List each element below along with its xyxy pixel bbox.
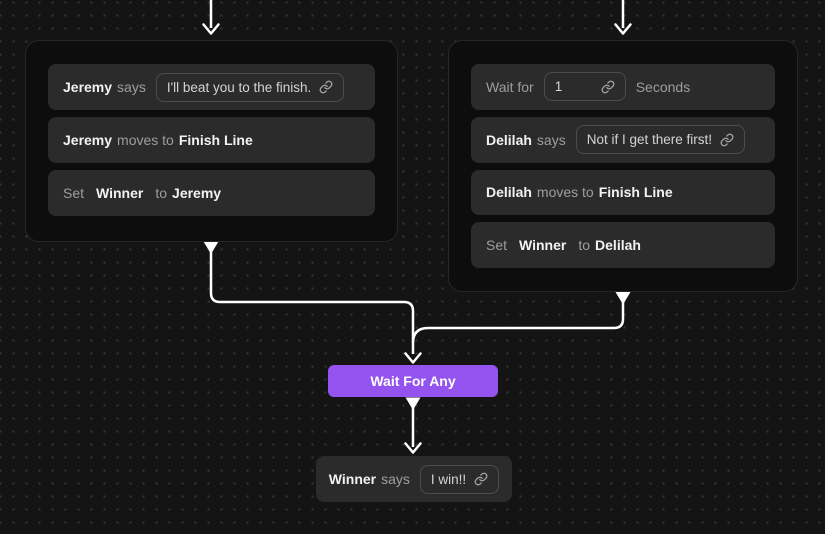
action-row-jeremy-moves[interactable]: Jeremy moves to Finish Line [48, 117, 375, 163]
say-message-value: Not if I get there first! [586, 132, 712, 148]
wait-for-any-block[interactable]: Wait For Any [328, 365, 498, 397]
verb-label: moves to [536, 184, 594, 201]
set-value: Delilah [595, 237, 641, 254]
action-row-delilah-moves[interactable]: Delilah moves to Finish Line [471, 169, 775, 216]
wait-for-any-label: Wait For Any [370, 373, 456, 389]
verb-label: says [536, 131, 566, 148]
actor-name: Jeremy [63, 132, 113, 148]
verb-label: says [381, 471, 410, 487]
set-value: Jeremy [172, 185, 222, 201]
wait-duration-value: 1 [554, 79, 563, 95]
actor-name: Winner [328, 471, 377, 487]
wait-suffix-label: Seconds [635, 78, 691, 95]
say-message-value: I'll beat you to the finish. [166, 79, 312, 95]
link-icon[interactable] [601, 80, 615, 94]
variable-name: Winner [519, 237, 567, 254]
set-keyword: Set [486, 237, 508, 254]
actor-name: Jeremy [63, 79, 113, 95]
sequence-block-delilah[interactable]: Wait for 1 Seconds Delilah says Not if I… [448, 40, 798, 292]
actor-name: Delilah [486, 184, 532, 201]
wait-prefix-label: Wait for [486, 78, 534, 95]
action-row-delilah-says[interactable]: Delilah says Not if I get there first! [471, 116, 775, 163]
action-row-winner-says[interactable]: Winner says I win!! [316, 456, 512, 502]
say-message-value: I win!! [430, 471, 467, 487]
wait-duration-input[interactable]: 1 [543, 72, 626, 102]
verb-label: says [117, 79, 146, 95]
sequence-block-jeremy[interactable]: Jeremy says I'll beat you to the finish.… [25, 40, 398, 242]
action-row-wait[interactable]: Wait for 1 Seconds [471, 64, 775, 110]
action-row-set-winner-jeremy[interactable]: Set Winner to Jeremy [48, 170, 375, 216]
action-row-jeremy-says[interactable]: Jeremy says I'll beat you to the finish. [48, 64, 375, 110]
move-target: Finish Line [178, 132, 253, 148]
to-label: to [578, 237, 591, 254]
link-icon[interactable] [319, 80, 333, 94]
link-icon[interactable] [474, 472, 488, 486]
say-message-input[interactable]: Not if I get there first! [575, 125, 745, 155]
say-message-input[interactable]: I win!! [419, 464, 500, 494]
verb-label: moves to [117, 132, 174, 148]
variable-name: Winner [96, 185, 144, 201]
to-label: to [155, 185, 168, 201]
actor-name: Delilah [486, 131, 532, 148]
action-row-set-winner-delilah[interactable]: Set Winner to Delilah [471, 222, 775, 268]
move-target: Finish Line [598, 184, 673, 201]
set-keyword: Set [63, 185, 85, 201]
say-message-input[interactable]: I'll beat you to the finish. [155, 72, 345, 102]
link-icon[interactable] [720, 133, 734, 147]
